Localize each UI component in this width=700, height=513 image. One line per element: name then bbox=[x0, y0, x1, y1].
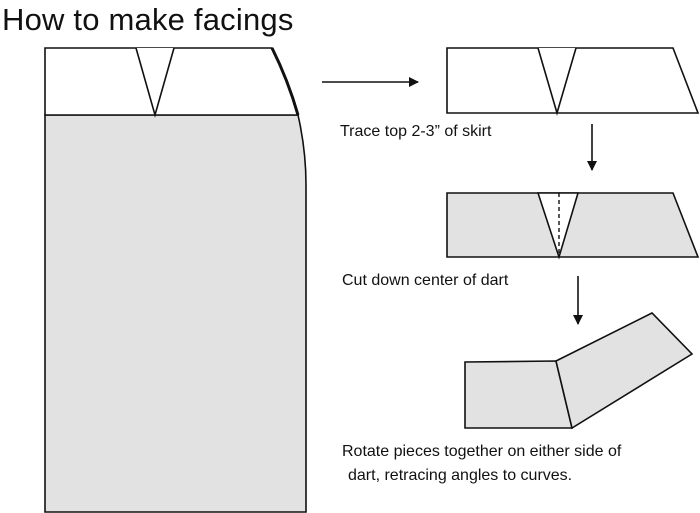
traced-facing-outline bbox=[446, 47, 700, 114]
skirt-dart bbox=[135, 47, 175, 118]
traced-facing bbox=[446, 47, 700, 116]
skirt-body bbox=[44, 114, 307, 513]
rotated-left-piece bbox=[464, 360, 574, 429]
cut-facing-dart bbox=[536, 192, 580, 260]
step-3-caption-line-1: Rotate pieces together on either side of bbox=[342, 443, 622, 460]
skirt-side-curve bbox=[270, 47, 300, 116]
page-title: How to make facings bbox=[2, 2, 294, 37]
step-3-caption-line-2: dart, retracing angles to curves. bbox=[348, 467, 573, 484]
cut-facing-outline bbox=[446, 192, 700, 258]
traced-facing-dart bbox=[537, 47, 577, 116]
rotated-right-piece bbox=[555, 312, 694, 430]
step-2-caption: Cut down center of dart bbox=[342, 272, 509, 289]
step-1-caption: Trace top 2-3” of skirt bbox=[340, 123, 492, 140]
skirt-pattern bbox=[44, 47, 307, 513]
cut-facing bbox=[446, 192, 700, 260]
rotated-pieces bbox=[464, 312, 694, 430]
